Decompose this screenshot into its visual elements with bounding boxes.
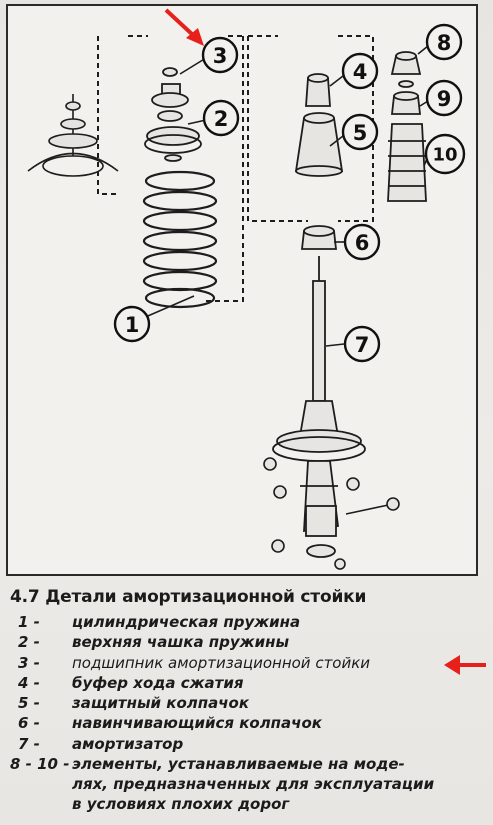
figure-caption: 4.7 Детали амортизационной стойки 1 - ци… (10, 587, 480, 813)
callout-9: 9 (425, 79, 463, 117)
callout-markers: 1 2 3 4 5 6 7 8 9 10 (113, 23, 466, 363)
bolts (263, 457, 400, 570)
dashed-bracket-left (97, 36, 118, 195)
callout-4: 4 (341, 52, 379, 90)
svg-text:10: 10 (432, 145, 457, 166)
screw-cap (300, 225, 338, 250)
red-arrow-legend (444, 655, 486, 675)
svg-text:6: 6 (355, 231, 370, 255)
svg-text:4: 4 (353, 60, 368, 84)
callout-8: 8 (425, 23, 463, 61)
coil-spring (142, 170, 218, 309)
strut-exploded-diagram: 1 2 3 4 5 6 7 8 9 10 (6, 4, 478, 576)
bad-road-parts (387, 51, 427, 202)
callout-7: 7 (343, 325, 381, 363)
dashed-bracket-right (247, 36, 308, 222)
svg-text:1: 1 (125, 313, 140, 337)
svg-text:9: 9 (437, 87, 452, 111)
diagram-svg: 1 2 3 4 5 6 7 8 9 10 (27, 8, 466, 570)
shock-absorber (272, 256, 366, 558)
svg-text:7: 7 (355, 333, 370, 357)
callout-2: 2 (202, 99, 240, 137)
upper-mount-small (27, 94, 119, 177)
caption-title: 4.7 Детали амортизационной стойки (10, 587, 367, 607)
callout-1: 1 (113, 305, 151, 343)
callout-6: 6 (343, 223, 381, 261)
callout-5: 5 (341, 113, 379, 151)
callout-10: 10 (424, 133, 466, 175)
svg-text:3: 3 (213, 44, 228, 68)
red-arrow-top (164, 8, 204, 46)
svg-text:2: 2 (214, 107, 229, 131)
bump-stop-and-cap (294, 73, 344, 177)
svg-text:5: 5 (353, 121, 368, 145)
bearing-and-cup (144, 67, 202, 162)
callout-3: 3 (201, 36, 239, 74)
svg-text:8: 8 (437, 31, 452, 55)
dashed-bracket-mid (203, 36, 244, 302)
